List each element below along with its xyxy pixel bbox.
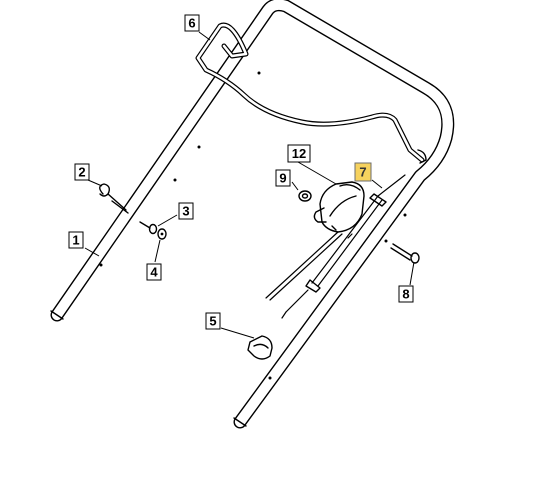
leader-lines [84, 31, 415, 339]
washer[interactable] [139, 221, 158, 235]
callout-9[interactable]: 9 [275, 169, 291, 187]
callout-5[interactable]: 5 [205, 312, 221, 330]
callout-7[interactable]: 7 [354, 162, 372, 182]
control-cable[interactable] [265, 174, 406, 319]
callout-label-8: 8 [402, 287, 409, 302]
callout-label-12: 12 [292, 146, 306, 161]
callout-label-3: 3 [182, 204, 189, 219]
callout-1[interactable]: 1 [68, 231, 84, 249]
callout-label-2: 2 [78, 165, 85, 180]
bolt[interactable] [390, 243, 420, 264]
callout-6[interactable]: 6 [184, 14, 200, 32]
callout-3[interactable]: 3 [178, 202, 194, 220]
handle-frame[interactable] [50, 0, 455, 429]
callout-label-4: 4 [150, 265, 158, 280]
callout-12[interactable]: 12 [287, 144, 311, 163]
knob-nut[interactable] [298, 190, 312, 202]
hitch-pin[interactable] [99, 183, 129, 214]
nut[interactable] [157, 228, 167, 240]
callout-label-9: 9 [279, 171, 286, 186]
callout-8[interactable]: 8 [398, 285, 414, 303]
callout-label-6: 6 [188, 16, 195, 31]
throttle-control[interactable] [313, 181, 365, 233]
callout-label-7: 7 [359, 165, 366, 180]
callout-label-1: 1 [72, 233, 79, 248]
callout-4[interactable]: 4 [146, 263, 162, 281]
callout-2[interactable]: 2 [74, 163, 90, 181]
cable-clip[interactable] [247, 335, 273, 360]
bail-lever[interactable] [195, 22, 427, 164]
callout-label-5: 5 [209, 314, 216, 329]
